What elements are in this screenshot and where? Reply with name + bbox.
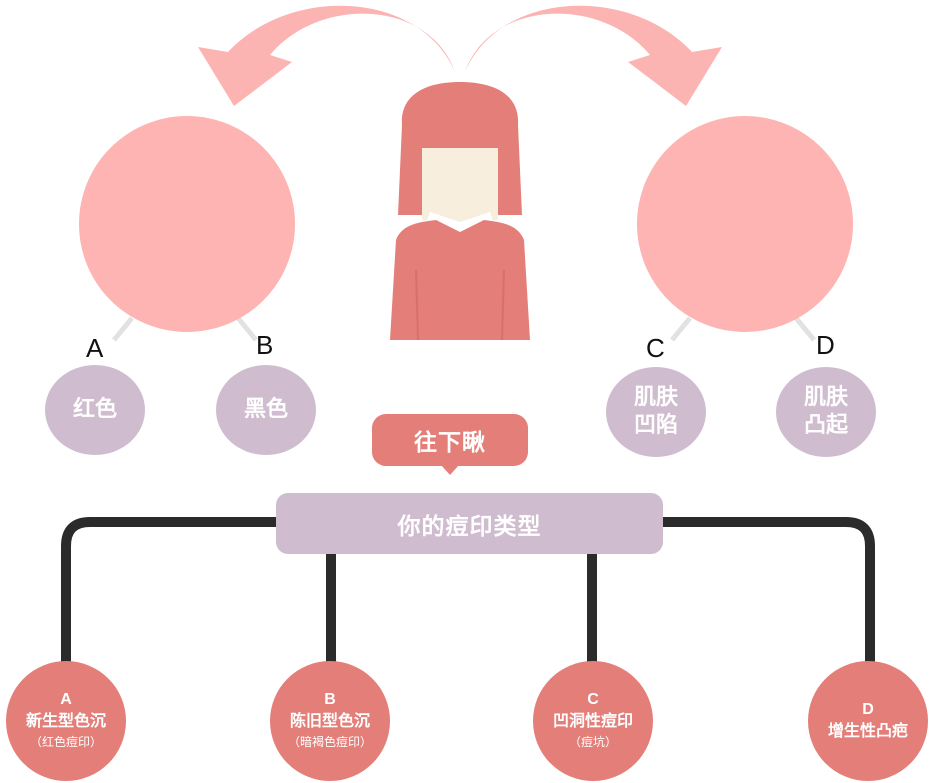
option-letter-c: C	[646, 333, 665, 363]
circle-left	[79, 116, 295, 332]
curved-arrow-left-icon	[198, 5, 455, 106]
type-node-name: 新生型色沉	[25, 711, 106, 730]
woman-icon	[390, 82, 530, 341]
type-title-box: 你的痘印类型	[276, 493, 663, 554]
type-node-name: 凹洞性痘印	[552, 711, 633, 730]
type-node-name: 增生性凸疤	[827, 721, 908, 740]
option-sunken-skin: 肌肤 凹陷	[606, 367, 706, 457]
type-node-a: A 新生型色沉 （红色痘印）	[6, 661, 126, 781]
option-letter-b: B	[256, 330, 274, 360]
circle-right	[637, 116, 853, 332]
type-node-letter: D	[862, 701, 874, 718]
type-node-letter: B	[324, 691, 336, 708]
type-node-c: C 凹洞性痘印 （痘坑）	[533, 661, 653, 781]
type-node-letter: A	[60, 691, 72, 708]
peek-label-pointer	[441, 465, 459, 475]
option-red: 红色	[45, 365, 145, 455]
option-letter-d: D	[816, 330, 835, 360]
peek-label: 往下瞅	[372, 414, 528, 466]
option-raised-skin: 肌肤 凸起	[776, 367, 876, 457]
type-node-sub: （痘坑）	[568, 735, 617, 749]
type-node-sub: （暗褐色痘印）	[287, 735, 372, 749]
curved-arrow-right-icon	[465, 5, 722, 106]
option-letter-a: A	[86, 333, 104, 363]
type-node-d: D 增生性凸疤	[808, 661, 928, 781]
type-tree-lines	[61, 517, 875, 680]
option-connectors	[112, 316, 816, 342]
type-node-letter: C	[587, 691, 599, 708]
option-black: 黑色	[216, 365, 316, 455]
type-node-b: B 陈旧型色沉 （暗褐色痘印）	[270, 661, 390, 781]
type-node-sub: （红色痘印）	[29, 735, 102, 749]
type-node-name: 陈旧型色沉	[289, 711, 370, 730]
